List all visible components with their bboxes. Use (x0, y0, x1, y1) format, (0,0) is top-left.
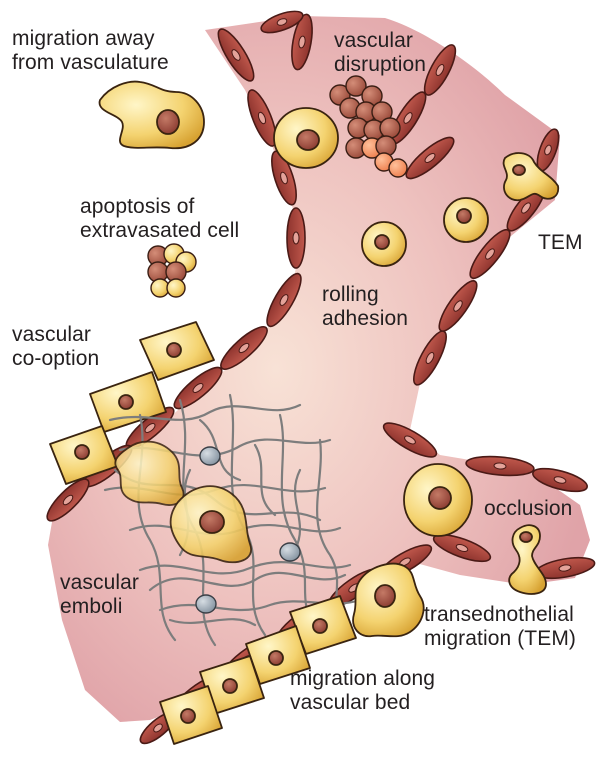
label-migration-away-line1: migration away (12, 28, 155, 50)
label-migration-away-line2: from vasculature (12, 52, 169, 74)
label-cooption-line1: vascular (12, 324, 91, 346)
label-cooption-line2: co-option (12, 348, 99, 370)
label-transendothelial-line2: migration (TEM) (424, 628, 576, 650)
label-apoptosis-line1: apoptosis of (80, 196, 194, 218)
migrating-tumor-cell (100, 82, 204, 149)
label-occlusion: occlusion (484, 498, 572, 520)
label-tem: TEM (538, 232, 583, 254)
label-rolling-line2: adhesion (322, 308, 408, 330)
label-emboli-line2: emboli (60, 596, 122, 618)
label-transendothelial-line1: transednothelial (424, 604, 574, 626)
label-apoptosis-line2: extravasated cell (80, 220, 239, 242)
label-vascular-disruption-line2: disruption (334, 54, 426, 76)
label-migration-along-line1: migration along (290, 668, 435, 690)
label-emboli-line1: vascular (60, 572, 139, 594)
label-vascular-disruption-line1: vascular (334, 30, 413, 52)
label-migration-along-line2: vascular bed (290, 692, 410, 714)
apoptotic-cell-cluster (148, 244, 196, 297)
label-rolling-line1: rolling (322, 284, 379, 306)
